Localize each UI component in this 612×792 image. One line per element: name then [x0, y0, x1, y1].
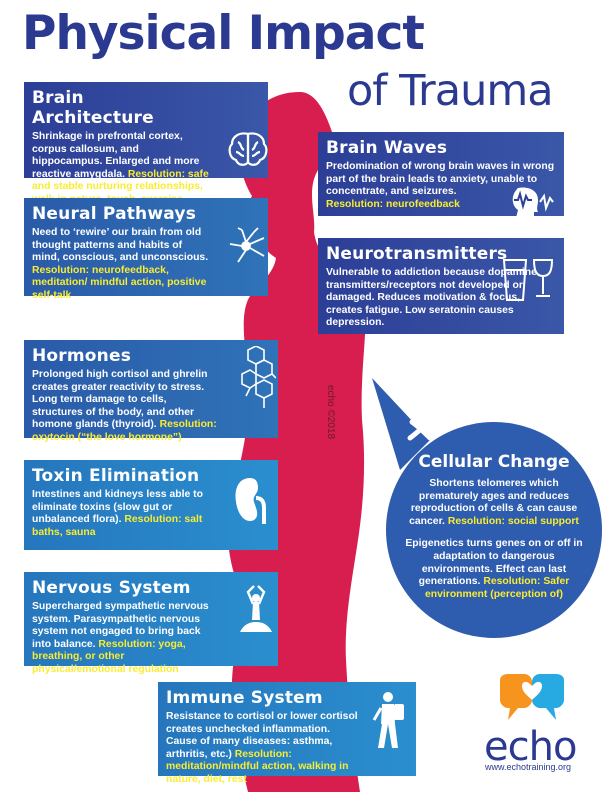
nervous-system-resolution: Resolution: yoga, breathing, or other ph… — [32, 638, 186, 675]
brain-waves-title: Brain Waves — [326, 138, 448, 158]
hormones-text: Prolonged high cortisol and ghrelin crea… — [32, 369, 208, 431]
toxin-elimination-title: Toxin Elimination — [32, 466, 200, 486]
neurotransmitters-text: Vulnerable to addiction because dopamine… — [326, 267, 537, 329]
hormones-title: Hormones — [32, 346, 132, 366]
brain-waves-box: Brain Waves Predomination of wrong brain… — [318, 132, 564, 216]
yoga-figure-icon — [240, 585, 272, 632]
cellular-change-resolution2: Resolution: Safer environment (perceptio… — [425, 576, 570, 600]
nervous-system-box: Nervous System Supercharged sympathetic … — [24, 572, 278, 675]
toxin-elimination-resolution: Resolution: salt baths, sauna — [32, 514, 203, 538]
neural-pathways-resolution: Resolution: neurofeedback, meditation/ m… — [32, 264, 207, 301]
hormones-box: Hormones Prolonged high cortisol and ghr… — [24, 340, 278, 443]
brain-architecture-text: Shrinkage in prefrontal cortex, corpus c… — [32, 131, 200, 180]
echo-logo-icon — [500, 674, 564, 720]
neural-pathways-text: Need to ‘rewire’ our brain from old thou… — [32, 227, 209, 264]
brain-architecture-title: Brain Architecture — [32, 88, 154, 128]
immune-system-text: Resistance to cortisol or lower cortisol… — [166, 711, 358, 760]
cellular-change-text2: Epigenetics turns genes on or off in ada… — [405, 538, 583, 588]
brain-architecture-box: Brain Architecture Shrinkage in prefront… — [24, 82, 268, 205]
chromosome-icon — [407, 417, 435, 441]
head-wave-icon — [512, 187, 554, 218]
neurotransmitters-title: Neurotransmitters — [326, 244, 508, 264]
glasses-icon — [502, 259, 554, 301]
brain-icon — [228, 132, 268, 166]
kidney-icon — [235, 478, 266, 524]
nervous-system-text: Supercharged sympathetic nervous system.… — [32, 601, 209, 650]
echo-logo-text: echo — [484, 724, 577, 770]
toxin-elimination-text: Intestines and kidneys less able to elim… — [32, 489, 203, 526]
molecule-icon — [241, 346, 276, 408]
nervous-system-title: Nervous System — [32, 578, 191, 598]
copyright-vertical-text: echo ©2018 — [325, 385, 336, 440]
brain-waves-resolution: Resolution: neurofeedback — [326, 198, 460, 210]
immune-system-title: Immune System — [166, 688, 323, 708]
neural-pathways-title: Neural Pathways — [32, 204, 197, 224]
cellular-change-title: Cellular Change — [418, 452, 570, 472]
cellular-change-circle: Cellular Change Shortens telomeres which… — [386, 422, 602, 638]
immune-system-box: Immune System Resistance to cortisol or … — [158, 682, 416, 785]
website-url[interactable]: www.echotraining.org — [485, 762, 572, 772]
page-title: Physical Impact — [22, 6, 425, 61]
hiker-icon — [372, 692, 404, 748]
neurotransmitters-box: Neurotransmitters Vulnerable to addictio… — [318, 238, 564, 334]
toxin-elimination-box: Toxin Elimination Intestines and kidneys… — [24, 460, 278, 550]
page-subtitle: of Trauma — [347, 66, 554, 116]
cellular-change-resolution1: Resolution: social support — [447, 515, 579, 527]
hormones-resolution: Resolution: oxytocin (“the love hormone”… — [32, 419, 217, 443]
neural-pathways-box: Neural Pathways Need to ‘rewire’ our bra… — [24, 198, 268, 301]
immune-system-resolution: Resolution: meditation/mindful action, w… — [166, 748, 349, 785]
brain-waves-text: Predomination of wrong brain waves in wr… — [326, 161, 555, 198]
cellular-change-text1: Shortens telomeres which prematurely age… — [409, 478, 578, 527]
neuron-icon — [229, 227, 265, 263]
